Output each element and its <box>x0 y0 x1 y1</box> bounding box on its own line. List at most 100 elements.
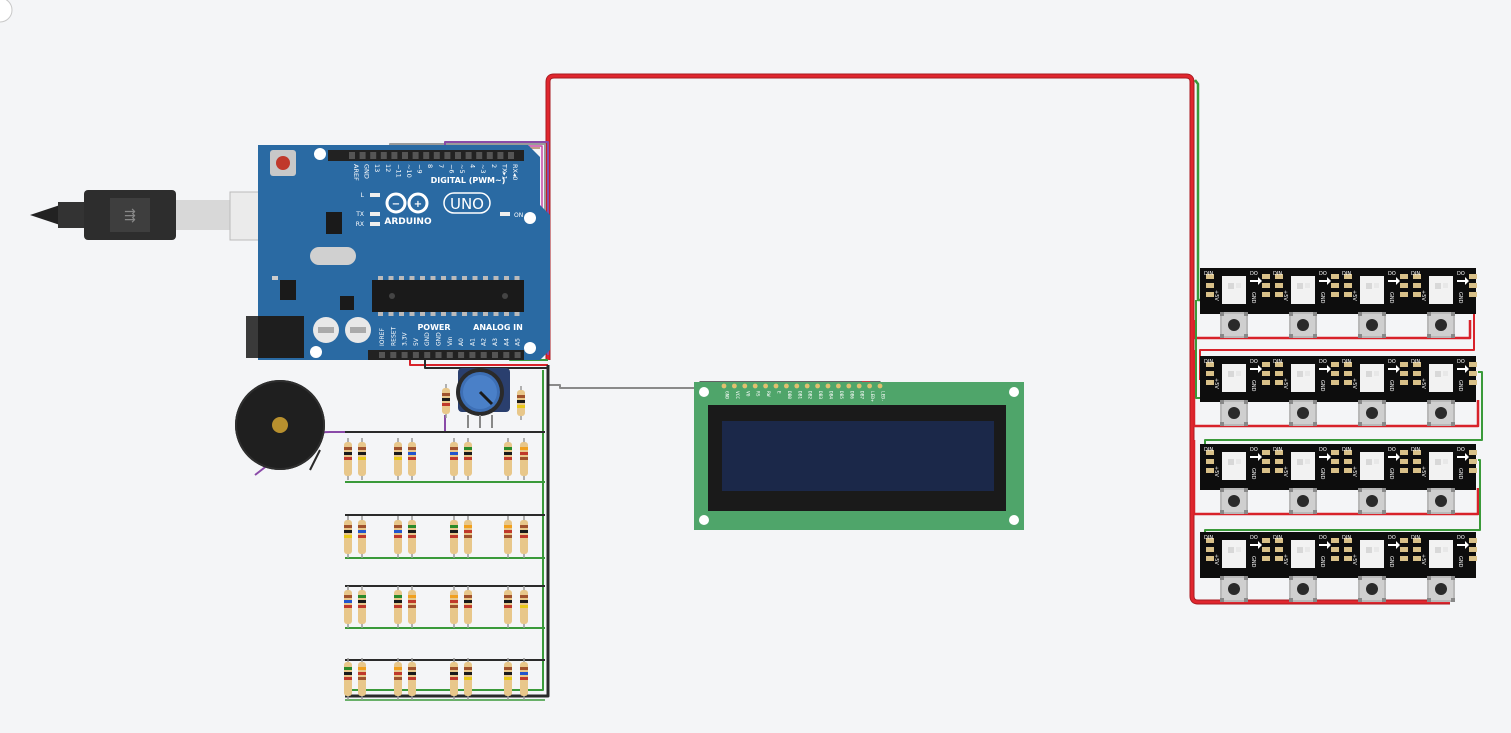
pushbutton[interactable] <box>1427 576 1455 602</box>
pushbutton[interactable] <box>1427 488 1455 514</box>
resistor[interactable] <box>517 386 525 420</box>
header-pin[interactable] <box>423 152 430 159</box>
header-pin[interactable] <box>458 352 465 358</box>
neopixel-led[interactable] <box>1222 276 1246 304</box>
resistor[interactable] <box>344 658 352 700</box>
resistor[interactable] <box>464 516 472 558</box>
header-pin[interactable] <box>402 152 408 159</box>
neopixel-led[interactable] <box>1429 452 1453 480</box>
neopixel-led[interactable] <box>1360 540 1384 568</box>
neopixel-led[interactable] <box>1291 452 1315 480</box>
lcd-pin[interactable] <box>773 383 779 389</box>
resistor[interactable] <box>520 438 528 480</box>
pushbutton[interactable] <box>1358 576 1386 602</box>
lcd-pin[interactable] <box>732 383 737 389</box>
resistor[interactable] <box>504 586 512 628</box>
header-pin[interactable] <box>480 352 487 358</box>
header-pin[interactable] <box>465 152 472 159</box>
pushbutton[interactable] <box>1427 400 1455 426</box>
header-pin[interactable] <box>446 352 453 358</box>
pushbutton[interactable] <box>1358 400 1386 426</box>
resistor[interactable] <box>344 586 352 628</box>
resistor[interactable] <box>344 516 352 558</box>
pushbutton[interactable] <box>1289 400 1317 426</box>
neopixel-led[interactable] <box>1429 364 1453 392</box>
lcd-pin[interactable] <box>856 383 862 389</box>
resistor[interactable] <box>504 516 512 558</box>
header-pin[interactable] <box>359 152 366 159</box>
lcd-pin[interactable] <box>752 383 758 389</box>
header-pin[interactable] <box>508 152 514 159</box>
resistor[interactable] <box>450 586 458 628</box>
resistor[interactable] <box>504 658 512 700</box>
header-pin[interactable] <box>391 152 398 159</box>
resistor[interactable] <box>394 516 402 558</box>
resistor[interactable] <box>520 516 528 558</box>
header-pin[interactable] <box>349 152 355 159</box>
header-pin[interactable] <box>401 352 408 358</box>
neopixel-led[interactable] <box>1360 452 1384 480</box>
header-pin[interactable] <box>444 152 451 159</box>
header-pin[interactable] <box>503 352 510 358</box>
header-pin[interactable] <box>514 352 521 358</box>
resistor[interactable] <box>450 658 458 700</box>
lcd-pin[interactable] <box>825 383 831 389</box>
lcd-pin[interactable] <box>846 383 852 389</box>
header-pin[interactable] <box>486 152 493 159</box>
neopixel-led[interactable] <box>1291 364 1315 392</box>
resistor[interactable] <box>464 658 472 700</box>
resistor[interactable] <box>504 438 512 480</box>
pushbutton[interactable] <box>1289 576 1317 602</box>
resistor[interactable] <box>450 438 458 480</box>
header-pin[interactable] <box>390 352 397 358</box>
neopixel-led[interactable] <box>1360 364 1384 392</box>
header-pin[interactable] <box>370 152 377 159</box>
header-pin[interactable] <box>435 352 442 358</box>
pushbutton[interactable] <box>1220 312 1248 338</box>
resistor[interactable] <box>408 516 416 558</box>
header-pin[interactable] <box>497 152 504 159</box>
resistor[interactable] <box>358 516 366 558</box>
neopixel-led[interactable] <box>1429 540 1453 568</box>
resistor[interactable] <box>358 586 366 628</box>
header-pin[interactable] <box>380 152 387 159</box>
lcd-pin[interactable] <box>804 383 810 389</box>
header-pin[interactable] <box>379 352 385 358</box>
neopixel-led[interactable] <box>1429 276 1453 304</box>
neopixel-led[interactable] <box>1222 364 1246 392</box>
lcd-pin[interactable] <box>815 383 820 389</box>
header-pin[interactable] <box>412 152 419 159</box>
pushbutton[interactable] <box>1220 488 1248 514</box>
lcd-pin[interactable] <box>836 383 841 389</box>
header-pin[interactable] <box>412 352 419 358</box>
neopixel-led[interactable] <box>1222 452 1246 480</box>
header-pin[interactable] <box>492 352 498 358</box>
resistor[interactable] <box>344 438 352 480</box>
resistor[interactable] <box>358 438 366 480</box>
resistor[interactable] <box>408 586 416 628</box>
header-pin[interactable] <box>455 152 461 159</box>
resistor[interactable] <box>358 658 366 700</box>
resistor[interactable] <box>408 658 416 700</box>
lcd-pin[interactable] <box>784 383 789 389</box>
resistor[interactable] <box>520 586 528 628</box>
resistor[interactable] <box>450 516 458 558</box>
pushbutton[interactable] <box>1220 576 1248 602</box>
lcd-pin[interactable] <box>763 383 768 389</box>
lcd-pin[interactable] <box>742 383 748 389</box>
resistor[interactable] <box>394 438 402 480</box>
resistor[interactable] <box>520 658 528 700</box>
neopixel-led[interactable] <box>1291 540 1315 568</box>
resistor[interactable] <box>394 658 402 700</box>
lcd-pin[interactable] <box>867 383 872 389</box>
resistor[interactable] <box>464 438 472 480</box>
neopixel-led[interactable] <box>1222 540 1246 568</box>
lcd-pin[interactable] <box>794 383 800 389</box>
